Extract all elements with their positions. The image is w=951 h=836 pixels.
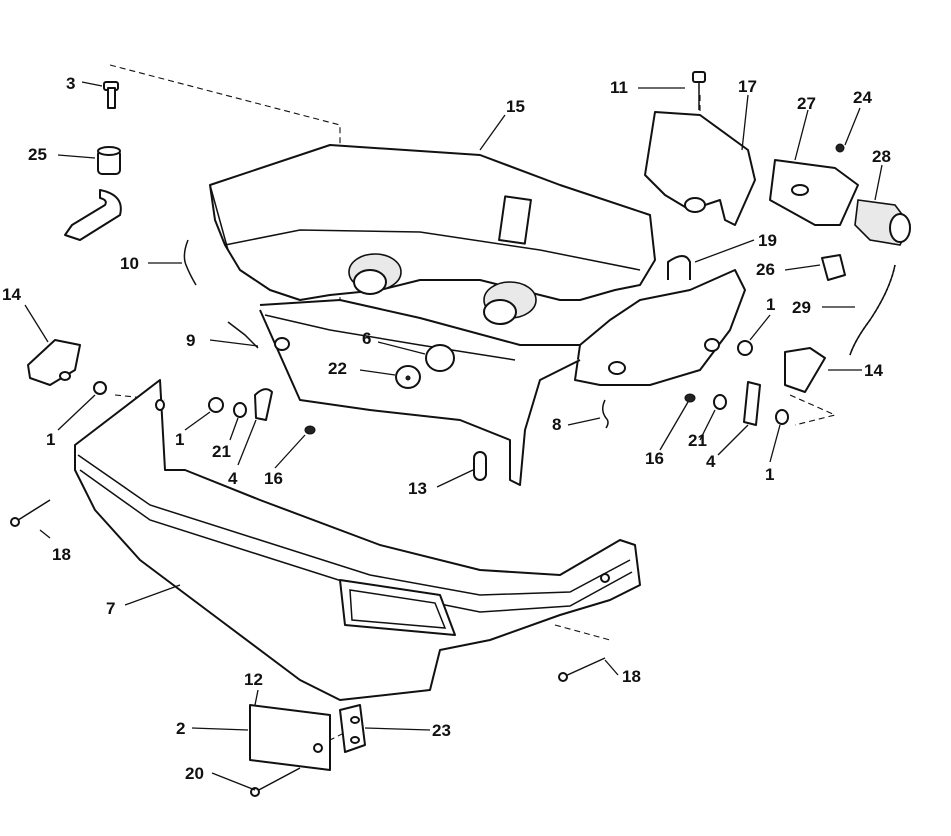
callout-labels: 3 25 10 14 9 1 1 21 4 16 18 7 15 6 22 13… xyxy=(2,74,891,783)
callout-23: 23 xyxy=(432,721,451,740)
washer-part-21-right xyxy=(713,394,727,410)
screw-part-18-left xyxy=(10,499,51,527)
callout-8: 8 xyxy=(552,415,561,434)
bracket-part-23 xyxy=(339,704,366,753)
callout-15: 15 xyxy=(506,97,525,116)
clip-part-19 xyxy=(667,255,691,280)
callout-3: 3 xyxy=(66,74,75,93)
callout-16-left: 16 xyxy=(264,469,283,488)
sleeve-part-25 xyxy=(97,146,121,175)
callout-4-left: 4 xyxy=(228,469,238,488)
callout-19: 19 xyxy=(758,231,777,250)
screw-part-16-left xyxy=(304,425,316,435)
callout-1-center: 1 xyxy=(175,430,184,449)
spring-clip-part-9 xyxy=(227,321,259,349)
grommet-part-1-far-right xyxy=(775,409,789,425)
lower-pan-part-7 xyxy=(74,379,641,701)
callout-25: 25 xyxy=(28,145,47,164)
upper-housing-part-15 xyxy=(209,144,746,486)
screw-part-18-right xyxy=(558,657,606,682)
washer-part-21-left xyxy=(233,402,247,418)
hose-bend xyxy=(64,189,122,241)
grommet-part-13 xyxy=(473,451,487,481)
callout-27: 27 xyxy=(797,94,816,113)
grommet-part-1-center xyxy=(208,397,224,413)
gasket-part-26 xyxy=(821,254,846,281)
callout-21-right: 21 xyxy=(688,431,707,450)
screw-part-20 xyxy=(250,767,301,797)
bracket-part-4-left xyxy=(254,388,273,421)
grommet-part-1-left xyxy=(93,381,107,395)
plug-part-22 xyxy=(395,365,421,389)
leader-lines xyxy=(24,81,883,791)
cable-part-29 xyxy=(849,264,896,356)
callout-28: 28 xyxy=(872,147,891,166)
callout-1-far-right: 1 xyxy=(765,465,774,484)
callout-11: 11 xyxy=(610,78,628,97)
callout-20: 20 xyxy=(185,764,204,783)
spring-part-8 xyxy=(602,399,609,429)
callout-12: 12 xyxy=(244,670,263,689)
bracket-part-17 xyxy=(644,111,756,226)
callout-10: 10 xyxy=(120,254,139,273)
callout-26: 26 xyxy=(756,260,775,279)
spring-clip-part-10 xyxy=(183,239,197,286)
plate-part-12 xyxy=(249,704,331,771)
latch-part-14-left xyxy=(27,339,81,386)
bracket-part-4-right xyxy=(743,381,761,426)
screw-part-24 xyxy=(835,143,845,153)
callout-2: 2 xyxy=(176,719,185,738)
plug-part-6 xyxy=(425,344,455,372)
callout-18-right: 18 xyxy=(622,667,641,686)
callout-9: 9 xyxy=(186,331,195,350)
bolt-part-3 xyxy=(103,81,119,109)
screw-part-16-right xyxy=(684,393,696,403)
callout-14-left: 14 xyxy=(2,285,21,304)
callout-17: 17 xyxy=(738,77,757,96)
grommet-part-1-right xyxy=(737,340,753,356)
callout-29: 29 xyxy=(792,298,811,317)
callout-18-left: 18 xyxy=(52,545,71,564)
callout-1-left: 1 xyxy=(46,430,55,449)
boot-part-28 xyxy=(854,199,911,246)
callout-16-right: 16 xyxy=(645,449,664,468)
housing-part-27 xyxy=(769,159,859,226)
callout-4-right: 4 xyxy=(706,452,716,471)
callout-1-right: 1 xyxy=(766,295,775,314)
callout-6: 6 xyxy=(362,329,371,348)
callout-24: 24 xyxy=(853,88,872,107)
callout-13: 13 xyxy=(408,479,427,498)
bolt-part-11 xyxy=(692,71,706,110)
callout-7: 7 xyxy=(106,599,115,618)
callout-14-right: 14 xyxy=(864,361,883,380)
latch-part-14-right xyxy=(784,347,826,393)
callout-22: 22 xyxy=(328,359,347,378)
callout-21-left: 21 xyxy=(212,442,231,461)
